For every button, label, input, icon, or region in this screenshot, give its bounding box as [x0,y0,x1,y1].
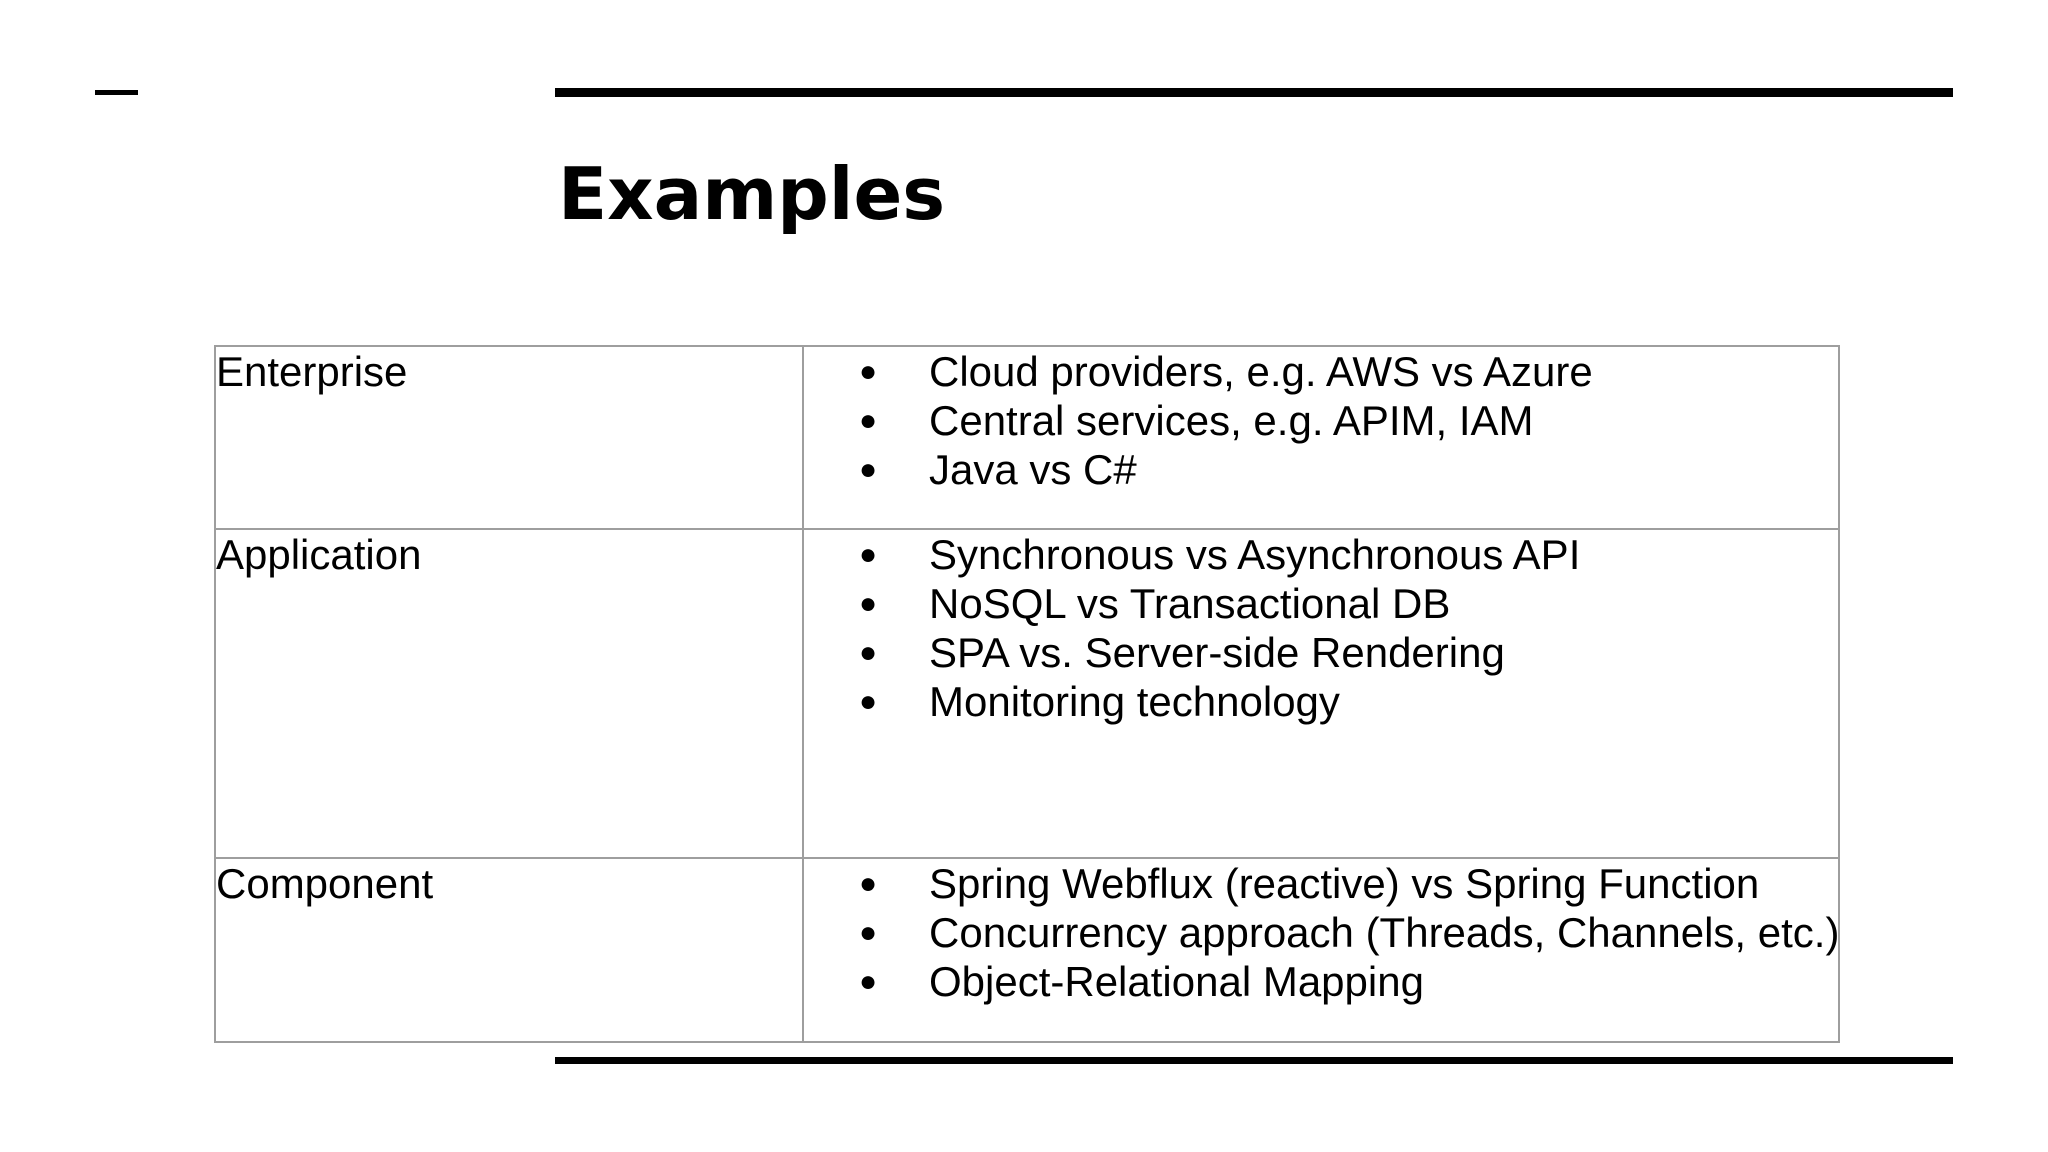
bottom-accent-line [555,1057,1953,1064]
bullet-list: ● Synchronous vs Asynchronous API ● NoSQL … [804,530,1838,726]
row-items-enterprise: ● Cloud providers, e.g. AWS vs Azure ● Cen… [802,345,1840,530]
bullet-item-text: Spring Webflux (reactive) vs Spring Func… [929,860,1760,907]
table-row-application: Application ● Synchronous vs Asynchronous… [214,528,1840,859]
dash-accent-mark [95,90,138,95]
bullet-icon: ● [859,587,878,620]
bullet-item: ● SPA vs. Server-side Rendering [804,628,1838,677]
bullet-item: ● Monitoring technology [804,677,1838,726]
top-accent-line [555,88,1953,97]
bullet-icon: ● [859,916,878,949]
bullet-icon: ● [859,453,878,486]
slide-title: Examples [558,152,946,236]
examples-table-container: Enterprise ● Cloud providers, e.g. AWS vs… [214,345,1840,1043]
bullet-item-text: Synchronous vs Asynchronous API [929,531,1581,578]
bullet-icon: ● [859,965,878,998]
bullet-icon: ● [859,404,878,437]
bullet-item: ● Java vs C# [804,445,1838,494]
examples-table: Enterprise ● Cloud providers, e.g. AWS vs… [214,345,1840,1043]
bullet-item: ● Spring Webflux (reactive) vs Spring Fun… [804,859,1838,908]
bullet-item-text: Central services, e.g. APIM, IAM [929,397,1534,444]
bullet-item: ● Central services, e.g. APIM, IAM [804,396,1838,445]
bullet-item: ● NoSQL vs Transactional DB [804,579,1838,628]
bullet-list: ● Spring Webflux (reactive) vs Spring Fun… [804,859,1840,1006]
bullet-item-text: Cloud providers, e.g. AWS vs Azure [929,348,1593,395]
bullet-icon: ● [859,636,878,669]
bullet-item: ● Synchronous vs Asynchronous API [804,530,1838,579]
row-items-component: ● Spring Webflux (reactive) vs Spring Fun… [802,857,1840,1043]
row-label-component: Component [214,857,804,1043]
bullet-item-text: Concurrency approach (Threads, Channels,… [929,909,1840,956]
bullet-item-text: SPA vs. Server-side Rendering [929,629,1505,676]
bullet-icon: ● [859,538,878,571]
bullet-item: ● Object-Relational Mapping [804,957,1838,1006]
row-label-enterprise: Enterprise [214,345,804,530]
bullet-item-text: Object-Relational Mapping [929,958,1424,1005]
bullet-item-text: Java vs C# [929,446,1137,493]
table-row-enterprise: Enterprise ● Cloud providers, e.g. AWS vs… [214,345,1840,530]
bullet-item: ● Cloud providers, e.g. AWS vs Azure [804,347,1838,396]
bullet-icon: ● [859,685,878,718]
bullet-item-text: Monitoring technology [929,678,1340,725]
row-label-application: Application [214,528,804,859]
bullet-icon: ● [859,355,878,388]
table-row-component: Component ● Spring Webflux (reactive) vs … [214,857,1840,1043]
row-items-application: ● Synchronous vs Asynchronous API ● NoSQL … [802,528,1840,859]
bullet-list: ● Cloud providers, e.g. AWS vs Azure ● Cen… [804,347,1838,494]
bullet-item: ● Concurrency approach (Threads, Channels… [804,908,1840,957]
bullet-item-text: NoSQL vs Transactional DB [929,580,1451,627]
bullet-icon: ● [859,867,878,900]
